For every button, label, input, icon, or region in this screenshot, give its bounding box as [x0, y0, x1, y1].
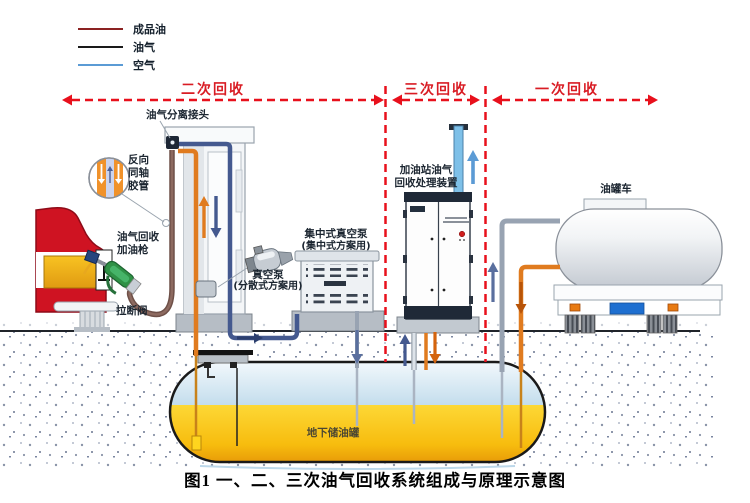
cabinet-return-down-arrow [429, 332, 441, 364]
tank-manhole [191, 350, 523, 451]
legend-line-oil-vapor [78, 46, 123, 48]
label-coaxial-hose-3: 胶管 [128, 180, 149, 192]
vapor-separator-joint [166, 136, 179, 149]
label-separator-joint: 油气分离接头 [146, 109, 209, 121]
pipes [178, 141, 560, 372]
vapor-processing-unit [396, 124, 480, 334]
legend-item-oil-vapor: 油气 [78, 38, 166, 56]
separator-joint-leader [159, 120, 171, 139]
zone-label-secondary-recovery: 二次回收 [181, 82, 245, 98]
legend-label: 空气 [133, 59, 155, 72]
label-processing-unit-2: 回收处理装置 [394, 177, 458, 189]
central-vacuum-pump [291, 250, 385, 332]
label-coaxial-hose-2: 同轴 [128, 167, 149, 179]
hose-magnifier [88, 157, 170, 227]
dispersed-pump-mount [195, 280, 217, 298]
label-central-pump-2: (集中式方案用) [301, 241, 371, 252]
pump-outlet-down-arrow [351, 330, 363, 364]
figure-caption: 图1 一、二、三次油气回收系统组成与原理示意图 [184, 471, 566, 490]
zone-label-tertiary-recovery: 三次回收 [404, 82, 468, 98]
legend-label: 成品油 [133, 23, 166, 36]
car-cutaway [35, 206, 119, 332]
label-coaxial-hose-1: 反向 [128, 154, 149, 166]
vacuum-down-arrow [210, 196, 222, 238]
cabinet-suction-up-arrow [399, 334, 411, 366]
label-recovery-nozzle-2: 加油枪 [117, 244, 149, 256]
tanker-fuel-down-arrow [515, 282, 527, 314]
label-dispersed-pump-1: 真空泵 [252, 269, 284, 281]
tanker-vapor-up-arrow [487, 262, 499, 302]
tanker-truck [553, 198, 723, 334]
label-recovery-nozzle-1: 油气回收 [117, 231, 159, 243]
label-breakaway-valve: 拉断阀 [116, 305, 148, 317]
flow-arrows [198, 150, 527, 366]
underground-right-arrow [237, 333, 263, 343]
legend-label: 油气 [133, 41, 155, 54]
label-central-pump-1: 集中式真空泵 [304, 228, 368, 240]
vapor-up-arrow [198, 196, 210, 238]
dispersed-vacuum-pump [217, 245, 294, 288]
zone-markers [62, 86, 658, 362]
label-underground-tank: 地下储油罐 [306, 427, 360, 439]
fuel-dispenser [164, 126, 255, 333]
zone-label-primary-recovery: 一次回收 [535, 82, 599, 98]
legend-item-product-oil: 成品油 [78, 20, 166, 38]
label-processing-unit-1: 加油站油气 [399, 164, 453, 176]
legend-item-air: 空气 [78, 56, 166, 74]
label-dispersed-pump-2: (分散式方案用) [233, 281, 303, 292]
exhaust-up-arrow [467, 150, 479, 184]
label-tanker-truck: 油罐车 [600, 183, 632, 195]
legend-line-air [78, 64, 123, 66]
recovery-nozzle [84, 249, 142, 295]
legend: 成品油 油气 空气 [78, 20, 166, 74]
legend-line-product-oil [78, 28, 123, 30]
